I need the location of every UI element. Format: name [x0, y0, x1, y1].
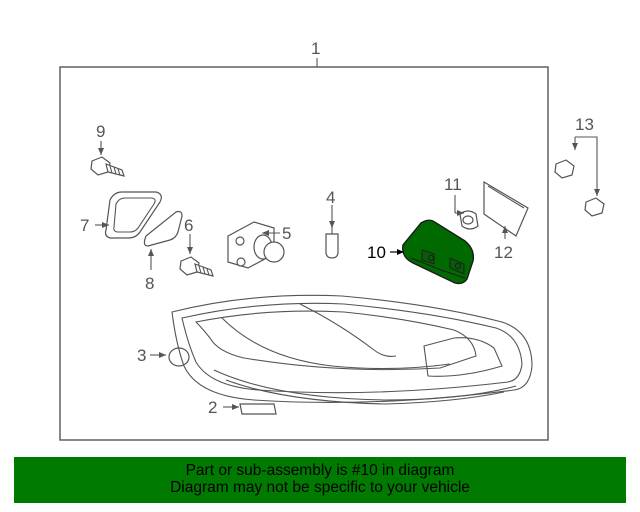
assembly-frame: [59, 66, 549, 441]
part-11-clip[interactable]: [459, 210, 479, 230]
part-2-label[interactable]: [239, 403, 277, 415]
callout-9[interactable]: 9: [96, 122, 105, 141]
callout-1[interactable]: 1: [311, 39, 320, 58]
callout-10[interactable]: 10: [367, 243, 386, 262]
callout-2[interactable]: 2: [208, 398, 217, 417]
callout-13[interactable]: 13: [575, 115, 594, 134]
callout-6[interactable]: 6: [184, 216, 193, 235]
part-5-bulb-socket[interactable]: [227, 221, 285, 269]
part-13-screws[interactable]: [554, 159, 605, 217]
part-12-reflector[interactable]: [483, 180, 529, 237]
part-8-pad[interactable]: [143, 210, 183, 247]
callout-8[interactable]: 8: [145, 274, 154, 293]
callout-11[interactable]: 11: [444, 175, 462, 194]
parts-diagram: 1 9 7 8 6 5 4: [59, 39, 605, 441]
footer-line-2: Diagram may not be specific to your vehi…: [170, 479, 470, 496]
footer-line-1: Part or sub-assembly is #10 in diagram: [185, 462, 455, 479]
part-7-lens[interactable]: [104, 191, 162, 239]
callout-5[interactable]: 5: [282, 224, 291, 243]
footer-banner: Part or sub-assembly is #10 in diagram D…: [14, 457, 626, 503]
callout-4[interactable]: 4: [326, 188, 335, 207]
part-4-bulb[interactable]: [325, 224, 339, 259]
callout-12[interactable]: 12: [494, 243, 513, 262]
part-6-screw[interactable]: [179, 256, 214, 277]
callout-3[interactable]: 3: [137, 346, 146, 365]
callout-7[interactable]: 7: [80, 216, 89, 235]
part-1-lamp-body[interactable]: [171, 294, 533, 405]
part-10-highlighted[interactable]: [402, 219, 475, 285]
part-9-screw[interactable]: [90, 156, 125, 177]
